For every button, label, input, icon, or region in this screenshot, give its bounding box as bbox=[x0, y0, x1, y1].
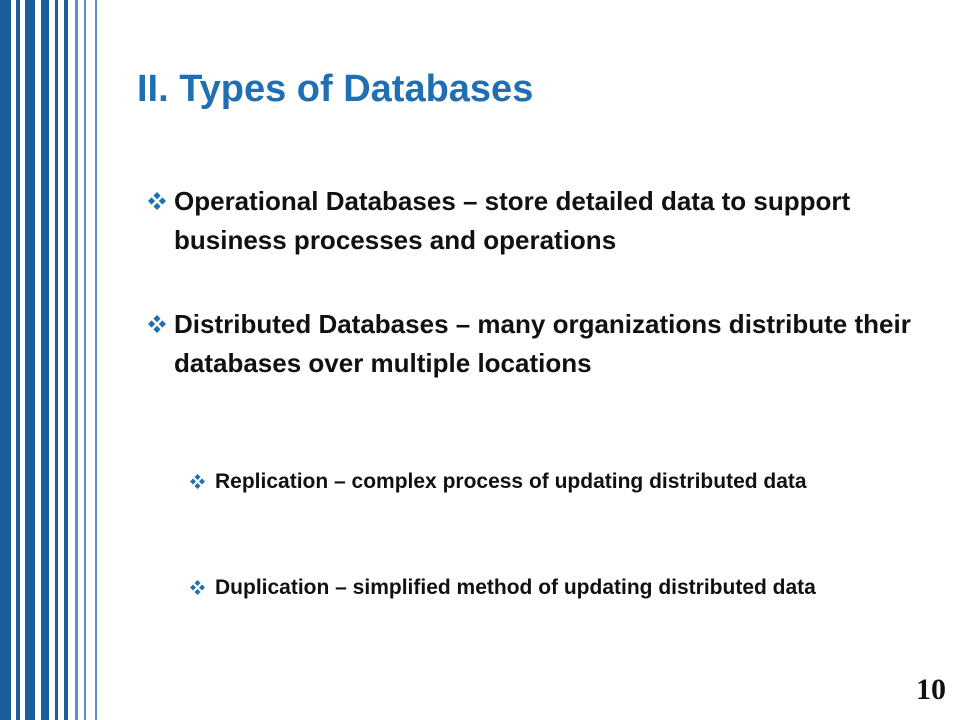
stripe bbox=[95, 0, 97, 720]
sub-bullet-item: Duplication – simplified method of updat… bbox=[190, 571, 890, 605]
stripe bbox=[41, 0, 49, 720]
bullet-text: Duplication – simplified method of updat… bbox=[215, 576, 816, 599]
four-diamond-bullet-icon bbox=[190, 580, 205, 595]
bullet-item: Operational Databases – store detailed d… bbox=[148, 182, 918, 260]
sub-bullet-item: Replication – complex process of updatin… bbox=[190, 465, 890, 499]
stripe bbox=[0, 0, 11, 720]
bullet-text: Replication – complex process of updatin… bbox=[215, 470, 807, 493]
stripe bbox=[55, 0, 58, 720]
four-diamond-bullet-icon bbox=[190, 474, 205, 489]
slide-number: 10 bbox=[916, 673, 946, 706]
stripe bbox=[64, 0, 68, 720]
bullet-text: Distributed Databases – many organizatio… bbox=[174, 309, 911, 378]
stripe bbox=[16, 0, 20, 720]
stripe bbox=[75, 0, 78, 720]
four-diamond-bullet-icon bbox=[148, 192, 166, 210]
stripe bbox=[84, 0, 86, 720]
bullet-item: Distributed Databases – many organizatio… bbox=[148, 305, 918, 383]
stripe bbox=[25, 0, 35, 720]
bullet-text: Operational Databases – store detailed d… bbox=[174, 186, 851, 255]
slide-title: II. Types of Databases bbox=[137, 68, 534, 110]
four-diamond-bullet-icon bbox=[148, 315, 166, 333]
decorative-left-stripes bbox=[0, 0, 110, 720]
